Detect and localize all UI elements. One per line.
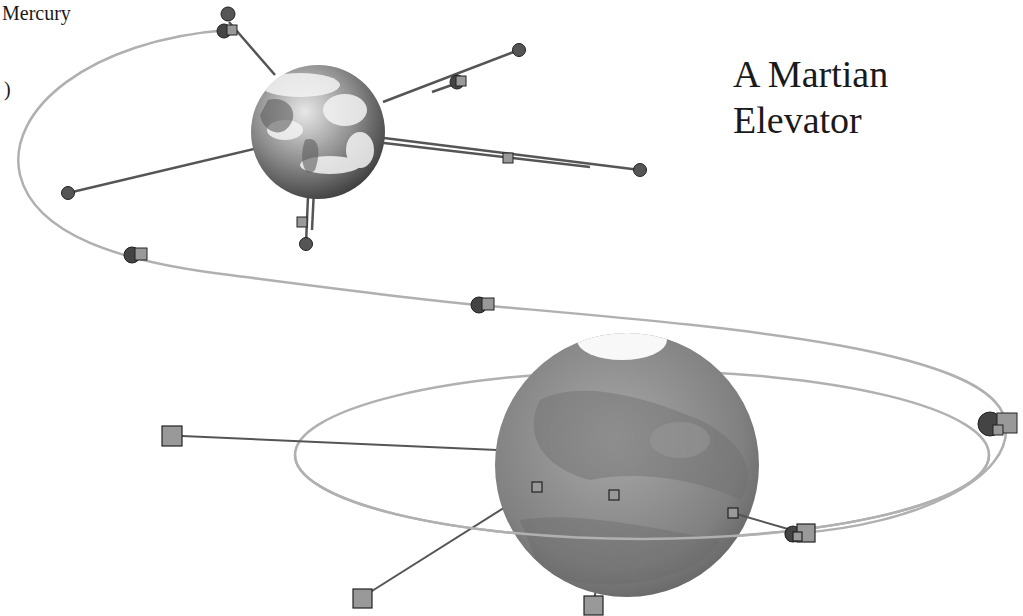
mars-tether-ends: [162, 426, 815, 615]
tether: [182, 436, 497, 450]
base-station: [609, 490, 619, 500]
mars-globe: [495, 333, 759, 597]
counterweight: [513, 44, 526, 57]
climber: [353, 589, 372, 608]
light-region: [650, 422, 710, 458]
planet-label: ): [4, 78, 11, 100]
continent: [302, 139, 318, 173]
climber: [503, 153, 513, 163]
climber: [993, 425, 1003, 435]
earth-tethers: [68, 22, 640, 244]
counterweight: [62, 187, 75, 200]
tether: [384, 143, 590, 167]
climber: [793, 532, 802, 541]
diagram-title: A Martian Elevator: [733, 52, 968, 143]
mars-surface: [520, 320, 748, 584]
planet-label: Mercury: [2, 2, 71, 24]
dark-region: [534, 391, 748, 500]
clouds: [260, 73, 374, 174]
climber: [456, 76, 466, 86]
polar-cap: [577, 320, 667, 360]
climber: [297, 217, 307, 227]
counterweight: [634, 164, 647, 177]
base-station: [532, 482, 542, 492]
climber: [227, 25, 237, 35]
cloud: [346, 132, 374, 168]
tether: [733, 513, 795, 531]
dark-region: [520, 517, 720, 584]
cloud: [260, 73, 340, 97]
tether: [384, 138, 640, 170]
tether: [383, 50, 519, 102]
climber: [482, 298, 494, 310]
climber: [584, 596, 603, 615]
mars: [495, 320, 759, 597]
land: [260, 99, 318, 173]
base-station: [728, 508, 738, 518]
earth: [251, 65, 385, 199]
counterweight: [300, 238, 313, 251]
continent: [260, 99, 293, 132]
counterweight: [221, 7, 235, 21]
climber: [135, 248, 147, 260]
earth-tether-ends: [62, 7, 647, 251]
earth-globe: [251, 65, 385, 199]
cloud: [323, 94, 367, 126]
climber: [162, 426, 182, 446]
mars-orbit-front: [295, 455, 989, 539]
tether: [68, 147, 262, 193]
